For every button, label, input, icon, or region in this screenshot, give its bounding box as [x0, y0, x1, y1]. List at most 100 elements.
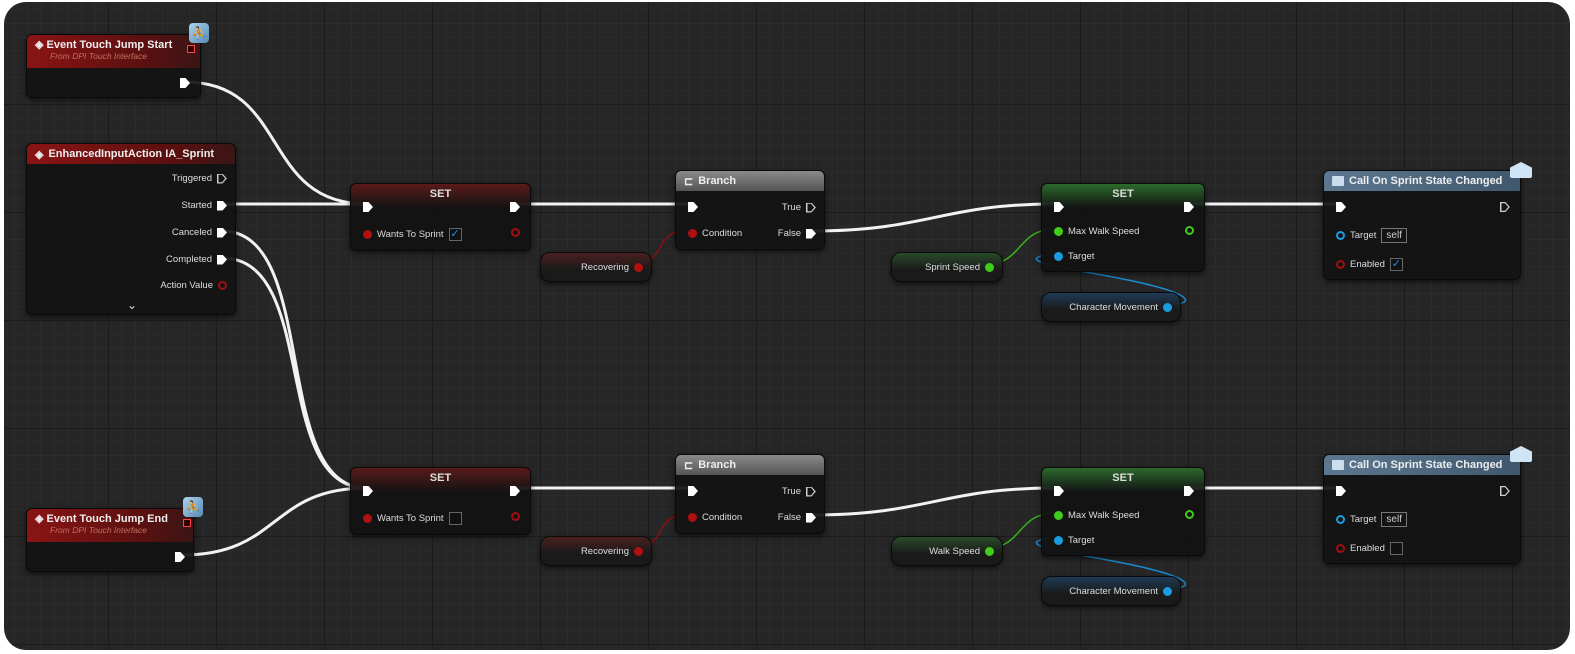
exec-out-pin[interactable]: [1500, 486, 1510, 496]
sprint-speed-variable[interactable]: Sprint Speed: [891, 252, 1003, 282]
wire-exec: [221, 229, 368, 490]
delegate-pin[interactable]: [187, 45, 195, 53]
pin-label-false: False: [777, 512, 801, 523]
condition-pin[interactable]: [688, 513, 697, 522]
wants-to-sprint-checkbox[interactable]: ✓: [448, 228, 462, 241]
pin-label-true: True: [781, 486, 801, 497]
exec-in-pin[interactable]: [688, 202, 698, 212]
pin-label-completed: Completed: [166, 254, 212, 265]
target-input[interactable]: self: [1381, 512, 1407, 527]
exec-in-pin[interactable]: [1054, 202, 1064, 212]
exec-out-pin-completed[interactable]: [217, 254, 227, 265]
walk-speed-variable[interactable]: Walk Speed: [891, 536, 1003, 566]
node-title: SET: [1112, 188, 1134, 200]
float-out-pin[interactable]: [1185, 510, 1194, 519]
recovering-variable[interactable]: Recovering: [540, 252, 652, 282]
touch-interface-icon: ⛹: [189, 23, 209, 43]
blueprint-graph-canvas[interactable]: ◈ Event Touch Jump Start From DPI Touch …: [4, 2, 1570, 650]
bool-out-pin[interactable]: [634, 262, 643, 272]
node-title: SET: [1112, 472, 1134, 484]
action-value-pin[interactable]: [218, 281, 227, 290]
node-title: Call On Sprint State Changed: [1349, 175, 1503, 187]
exec-out-pin-true[interactable]: [806, 203, 816, 213]
condition-pin[interactable]: [688, 229, 697, 238]
exec-out-pin[interactable]: [180, 78, 190, 88]
enabled-checkbox[interactable]: [1389, 542, 1403, 555]
exec-in-pin[interactable]: [1336, 486, 1346, 496]
exec-in-pin[interactable]: [688, 486, 698, 496]
exec-out-pin[interactable]: [1500, 202, 1510, 212]
exec-out-pin-false[interactable]: [806, 512, 816, 523]
expand-chevron-icon[interactable]: ⌄: [127, 298, 138, 312]
pin-label: Wants To Sprint: [377, 229, 444, 240]
event-touch-jump-end-node[interactable]: ◈ Event Touch Jump End From DPI Touch In…: [26, 508, 194, 572]
event-icon: ◈: [35, 39, 44, 51]
character-movement-variable[interactable]: Character Movement: [1041, 576, 1181, 606]
event-icon: ◈: [35, 148, 44, 161]
exec-out-pin-true[interactable]: [806, 487, 816, 497]
set-max-walk-speed-node[interactable]: SET Max Walk Speed Target: [1041, 467, 1205, 556]
bool-out-pin[interactable]: [511, 228, 520, 237]
branch-node[interactable]: ⊏ Branch True Condition False: [675, 454, 825, 534]
target-pin[interactable]: [1054, 252, 1063, 261]
exec-out-pin[interactable]: [1184, 486, 1194, 496]
float-out-pin[interactable]: [985, 546, 994, 556]
character-movement-variable[interactable]: Character Movement: [1041, 292, 1181, 322]
pin-label: Enabled: [1350, 543, 1385, 554]
exec-out-pin[interactable]: [510, 486, 520, 496]
variable-label: Walk Speed: [929, 545, 980, 557]
enabled-pin[interactable]: [1336, 544, 1345, 553]
pin-label-false: False: [777, 228, 801, 239]
set-wants-to-sprint-node[interactable]: SET Wants To Sprint✓: [350, 183, 531, 251]
exec-in-pin[interactable]: [363, 202, 373, 212]
set-wants-to-sprint-node[interactable]: SET Wants To Sprint: [350, 467, 531, 535]
target-pin[interactable]: [1336, 231, 1345, 240]
exec-in-pin[interactable]: [1336, 202, 1346, 212]
set-max-walk-speed-node[interactable]: SET Max Walk Speed Target: [1041, 183, 1205, 272]
exec-out-pin-started[interactable]: [217, 200, 227, 211]
wants-to-sprint-checkbox[interactable]: [448, 512, 462, 525]
enabled-checkbox[interactable]: ✓: [1389, 258, 1403, 271]
object-out-pin[interactable]: [1163, 302, 1172, 312]
delegate-pin[interactable]: [183, 519, 191, 527]
bool-in-pin[interactable]: [363, 514, 372, 523]
exec-out-pin-false[interactable]: [806, 228, 816, 239]
float-in-pin[interactable]: [1054, 227, 1063, 236]
pin-label-action-value: Action Value: [160, 280, 213, 291]
target-pin[interactable]: [1336, 515, 1345, 524]
recovering-variable[interactable]: Recovering: [540, 536, 652, 566]
float-out-pin[interactable]: [1185, 226, 1194, 235]
exec-in-pin[interactable]: [363, 486, 373, 496]
target-input[interactable]: self: [1381, 228, 1407, 243]
enhanced-input-action-node[interactable]: ◈EnhancedInputAction IA_Sprint Triggered…: [26, 143, 236, 315]
bool-out-pin[interactable]: [511, 512, 520, 521]
exec-in-pin[interactable]: [1054, 486, 1064, 496]
pin-label: Max Walk Speed: [1068, 226, 1140, 237]
message-envelope-icon: [1510, 162, 1532, 178]
pin-label-condition: Condition: [702, 512, 743, 523]
branch-node[interactable]: ⊏Branch True Condition False: [675, 170, 825, 250]
float-in-pin[interactable]: [1054, 511, 1063, 520]
node-title: EnhancedInputAction IA_Sprint: [48, 148, 215, 160]
float-out-pin[interactable]: [985, 262, 994, 272]
variable-label: Recovering: [580, 261, 629, 273]
target-pin[interactable]: [1054, 536, 1063, 545]
exec-out-pin[interactable]: [1184, 202, 1194, 212]
object-out-pin[interactable]: [1163, 586, 1172, 596]
node-title: Branch: [698, 459, 737, 471]
exec-out-pin-canceled[interactable]: [217, 227, 227, 238]
exec-out-pin-triggered[interactable]: [217, 174, 227, 184]
bool-out-pin[interactable]: [634, 546, 643, 556]
event-touch-jump-start-node[interactable]: ◈ Event Touch Jump Start From DPI Touch …: [26, 34, 201, 98]
pin-label: Max Walk Speed: [1068, 510, 1140, 521]
bool-in-pin[interactable]: [363, 230, 372, 239]
branch-icon: ⊏: [684, 459, 694, 472]
node-subtitle: From DPI Touch Interface: [50, 51, 148, 61]
pin-label: Target: [1068, 535, 1095, 546]
exec-out-pin[interactable]: [175, 552, 185, 562]
exec-out-pin[interactable]: [510, 202, 520, 212]
variable-label: Character Movement: [1069, 585, 1158, 597]
enabled-pin[interactable]: [1336, 260, 1345, 269]
